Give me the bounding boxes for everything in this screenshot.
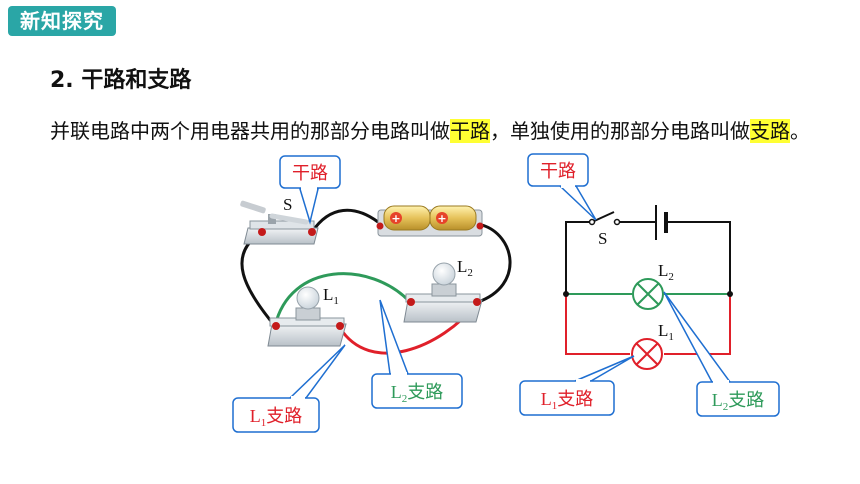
- branch2-callout-left: L2支路: [371, 299, 463, 409]
- svg-text:L1支路: L1支路: [541, 389, 594, 412]
- bulb-l2: [403, 262, 483, 323]
- term-branch: 支路: [750, 119, 790, 143]
- svg-text:L2支路: L2支路: [391, 382, 444, 405]
- paragraph-text-2: ，单独使用的那部分电路叫做: [490, 119, 750, 143]
- section-heading: 2. 干路和支路: [50, 68, 192, 93]
- schematic-lamp-l2: [632, 278, 664, 310]
- branch1-callout-right: L1支路: [519, 355, 635, 416]
- wire-switch-battery: [310, 208, 379, 233]
- schematic-trunk-left: [565, 221, 592, 294]
- schematic-circuit: S L2 L1 干路 L1支路 L2支路: [519, 153, 780, 417]
- svg-text:L1支路: L1支路: [250, 406, 303, 429]
- schematic-lamp-l1: [631, 338, 663, 370]
- schematic-switch-label: S: [598, 229, 607, 248]
- section-badge: 新知探究: [8, 6, 116, 36]
- bulb-l1: [267, 286, 347, 347]
- schematic-l1-label: L1: [658, 321, 674, 343]
- paragraph-text-1: 并联电路中两个用电器共用的那部分电路叫做: [50, 119, 450, 143]
- schematic-l2-label: L2: [658, 261, 674, 283]
- svg-text:干路: 干路: [292, 163, 328, 184]
- bulb1-label: L1: [323, 285, 339, 307]
- branch2-callout-right: L2支路: [663, 291, 780, 417]
- svg-text:+: +: [391, 212, 400, 225]
- term-trunk: 干路: [450, 119, 490, 143]
- wire-l2-branch: [273, 272, 412, 327]
- paragraph-text-3: 。: [790, 119, 810, 143]
- svg-text:干路: 干路: [540, 161, 576, 182]
- svg-text:+: +: [437, 212, 446, 225]
- knife-switch: [240, 200, 319, 245]
- schematic-switch-blade: [591, 211, 615, 223]
- battery-pack: + +: [376, 205, 484, 237]
- bulb2-label: L2: [457, 257, 473, 279]
- trunk-callout-left: 干路: [279, 155, 341, 225]
- trunk-callout-right: 干路: [527, 153, 597, 221]
- wire-switch-junction: [240, 230, 277, 327]
- wire-battery-junction: [477, 223, 512, 304]
- svg-text:L2支路: L2支路: [712, 390, 765, 413]
- branch1-callout-left: L1支路: [232, 344, 346, 433]
- physical-circuit: + + S L1 L2: [232, 155, 512, 433]
- switch-label: S: [283, 195, 292, 214]
- definition-paragraph: 并联电路中两个用电器共用的那部分电路叫做干路，单独使用的那部分电路叫做支路。: [50, 109, 830, 153]
- schematic-trunk-right: [666, 221, 731, 294]
